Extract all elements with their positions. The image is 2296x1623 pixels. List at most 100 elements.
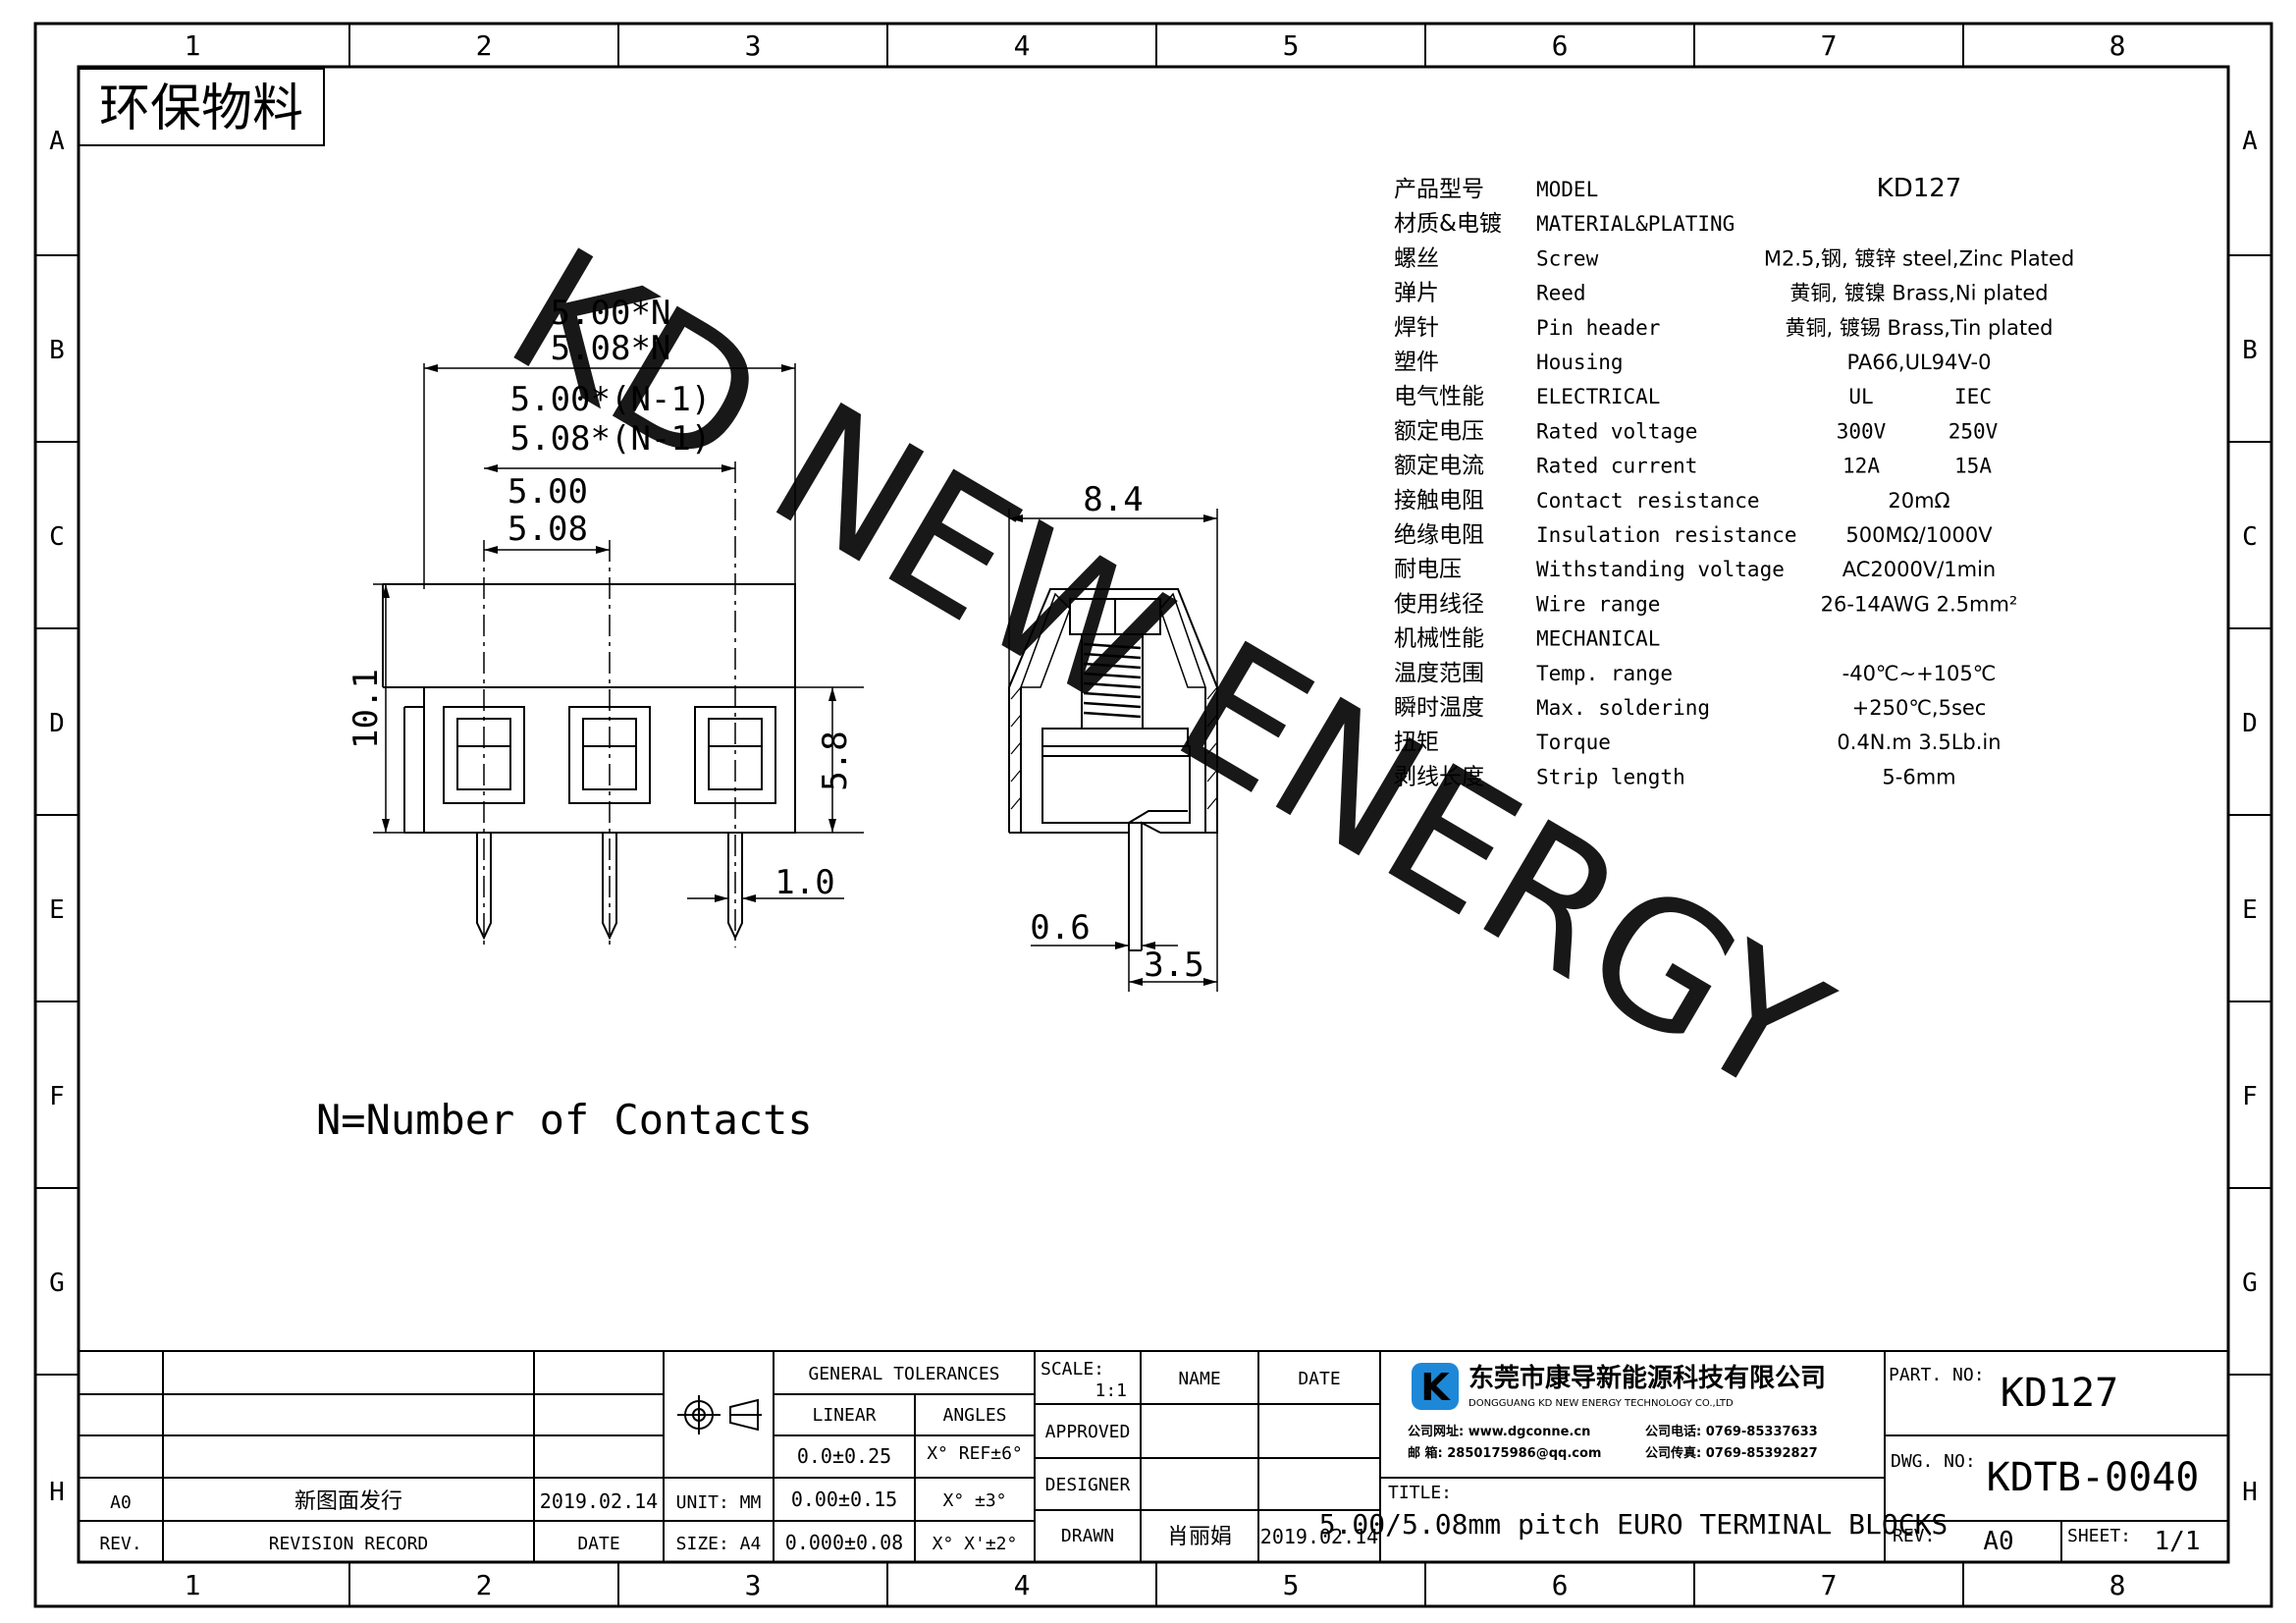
spec-label-cn: 瞬时温度 [1394, 695, 1484, 721]
eco-material-stamp: 环保物料 [78, 68, 325, 146]
company-name-en: DONGGUANG KD NEW ENERGY TECHNOLOGY CO.,L… [1468, 1398, 1734, 1409]
spec-value: -40℃~+105℃ [1842, 662, 1997, 685]
spec-value-ul: UL [1848, 385, 1873, 408]
spec-label-en: Pin header [1536, 316, 1660, 340]
part-no-label: PART. NO: [1889, 1365, 1985, 1385]
dim-side-width: 8.4 [1083, 480, 1143, 519]
title-block-text: A0 新图面发行 2019.02.14 REV. REVISION RECORD… [99, 1359, 2200, 1556]
row-label-D: D [49, 709, 65, 738]
spec-label-en: MODEL [1536, 178, 1598, 201]
spec-label-en: Temp. range [1536, 662, 1673, 685]
spec-label-cn: 焊针 [1394, 315, 1439, 341]
rev-date: 2019.02.14 [540, 1489, 658, 1513]
row-label-F: F [2242, 1082, 2258, 1111]
linear-tolerance-2: 0.00±0.15 [791, 1488, 897, 1511]
side-view [1008, 509, 1218, 992]
column-label-1: 1 [185, 29, 201, 62]
linear-header: LINEAR [812, 1405, 876, 1426]
drawn-name: 肖丽娟 [1167, 1525, 1232, 1549]
spec-label-cn: 剥线长度 [1394, 764, 1484, 789]
front-view-arrows [382, 364, 836, 902]
company-website: 公司网址: www.dgconne.cn [1408, 1424, 1590, 1439]
size-label: SIZE: A4 [676, 1534, 762, 1554]
spec-label-en: Housing [1536, 351, 1624, 374]
row-label-A: A [2242, 127, 2258, 156]
dim-pin-thickness: 0.6 [1030, 908, 1090, 947]
column-label-5: 5 [1283, 29, 1300, 62]
row-label-G: G [2242, 1269, 2258, 1298]
spec-value-iec: 15A [1954, 455, 1992, 478]
spec-label-en: Strip length [1536, 765, 1685, 788]
dim-height: 10.1 [347, 669, 386, 749]
spec-label-en: Insulation resistance [1536, 523, 1797, 547]
spec-label-cn: 使用线径 [1394, 591, 1484, 617]
spec-label-cn: 接触电阻 [1394, 488, 1484, 514]
drawing-title: 5.00/5.08mm pitch EURO TERMINAL BLOCKS [1319, 1508, 1949, 1541]
spec-value-iec: IEC [1954, 385, 1992, 408]
angle-tolerance-1: X° REF±6° [927, 1443, 1023, 1464]
spec-value: 26-14AWG 2.5mm² [1821, 592, 2018, 616]
row-label-C: C [2242, 522, 2258, 552]
spec-label-cn: 扭矩 [1394, 730, 1439, 755]
spec-value: AC2000V/1min [1842, 558, 1997, 581]
dim-pitch-500: 5.00 [507, 472, 588, 512]
column-label-7: 7 [1821, 1569, 1838, 1601]
row-label-F: F [49, 1082, 65, 1111]
spec-value: 5-6mm [1882, 765, 1955, 788]
side-view-arrows [1009, 514, 1217, 986]
company-fax: 公司传真: 0769-85392827 [1645, 1445, 1818, 1461]
spec-label-en: Withstanding voltage [1536, 558, 1785, 581]
spec-label-en: Rated current [1536, 455, 1697, 478]
angle-tolerance-2: X° ±3° [942, 1490, 1006, 1511]
linear-tolerance-3: 0.000±0.08 [785, 1531, 903, 1554]
rev-value: A0 [1983, 1527, 2013, 1556]
row-label-D: D [2242, 709, 2258, 738]
spec-label-cn: 塑件 [1394, 350, 1439, 375]
spec-value: 黄铜, 镀镍 Brass,Ni plated [1789, 282, 2048, 305]
row-label-A: A [49, 127, 65, 156]
drawn-date: 2019.02.14 [1260, 1525, 1378, 1548]
row-label-H: H [49, 1478, 65, 1507]
column-label-1: 1 [185, 1569, 201, 1601]
pin-1 [476, 833, 492, 941]
dim-pitch-508: 5.08 [507, 510, 588, 549]
dwg-no: KDTB-0040 [1987, 1455, 2200, 1500]
spec-value: 0.4N.m 3.5Lb.in [1837, 730, 2001, 754]
sheet-value: 1/1 [2155, 1527, 2201, 1556]
column-label-6: 6 [1552, 29, 1569, 62]
svg-text:K: K [1420, 1366, 1451, 1409]
scale-label: SCALE: [1041, 1359, 1104, 1380]
unit-label: UNIT: MM [676, 1492, 762, 1513]
spec-label-en: ELECTRICAL [1536, 385, 1660, 408]
column-label-6: 6 [1552, 1569, 1569, 1601]
dim-body-height: 5.8 [816, 730, 855, 790]
spec-value-ul: 12A [1842, 455, 1880, 478]
dim-pin-offset: 3.5 [1144, 946, 1203, 985]
column-label-3: 3 [745, 1569, 762, 1601]
title-label: TITLE: [1388, 1483, 1452, 1503]
drawn-label: DRAWN [1061, 1526, 1114, 1546]
row-label-B: B [2242, 336, 2258, 365]
spec-label-en: Contact resistance [1536, 489, 1760, 513]
dim-pin: 1.0 [774, 863, 834, 902]
designer-label: DESIGNER [1045, 1475, 1131, 1495]
column-label-4: 4 [1014, 29, 1031, 62]
dwg-no-label: DWG. NO: [1891, 1451, 1976, 1472]
column-label-5: 5 [1283, 1569, 1300, 1601]
linear-tolerance-1: 0.0±0.25 [797, 1444, 891, 1468]
spec-value-ul: 300V [1837, 419, 1887, 443]
column-label-2: 2 [476, 1569, 493, 1601]
spec-label-cn: 绝缘电阻 [1394, 522, 1484, 548]
date-label: DATE [1298, 1369, 1340, 1389]
spec-label-cn: 产品型号 [1394, 177, 1484, 202]
